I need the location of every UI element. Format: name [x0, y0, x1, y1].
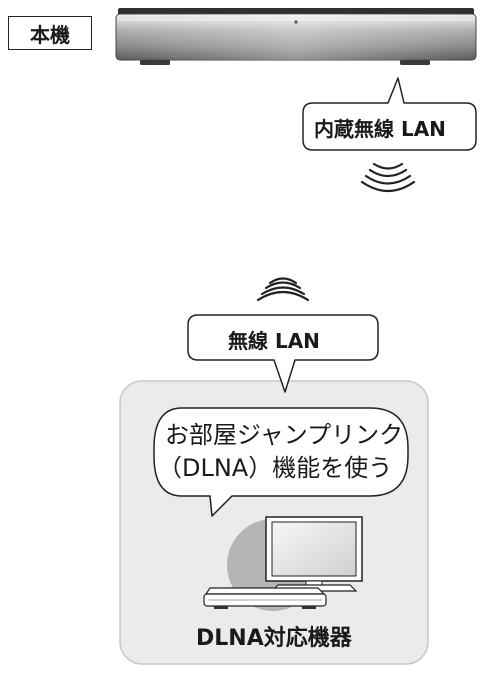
builtin-lan-label: 内蔵無線 LAN: [314, 117, 446, 141]
wireless-lan-callout: [187, 314, 379, 393]
tv-icon: [265, 516, 363, 592]
main-unit-label: 本機: [8, 16, 92, 50]
player-icon: [203, 587, 327, 609]
recorder-icon: [115, 8, 477, 65]
wifi-waves-icon: [256, 277, 310, 302]
speech-bubble: [153, 407, 409, 517]
wireless-lan-label: 無線 LAN: [228, 329, 320, 353]
bubble-line-1: お部屋ジャンプリンク: [165, 421, 404, 449]
wifi-waves-icon: [360, 162, 416, 193]
device-label: DLNA対応機器: [196, 626, 352, 651]
bubble-line-2: （DLNA）機能を使う: [158, 454, 393, 482]
builtin-lan-callout: [302, 77, 477, 151]
